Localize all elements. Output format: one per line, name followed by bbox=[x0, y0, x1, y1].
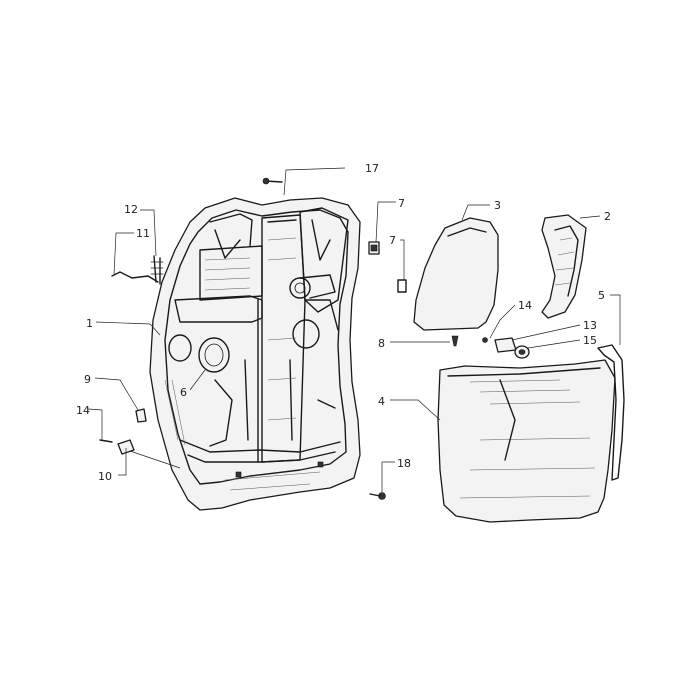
callout-2: 2 bbox=[604, 210, 611, 223]
part-2-cover bbox=[541, 214, 587, 319]
callout-14a: 14 bbox=[76, 404, 90, 417]
callout-13: 13 bbox=[583, 319, 597, 332]
part-5-seal-strip bbox=[597, 344, 625, 481]
callout-7a: 7 bbox=[398, 197, 405, 210]
callout-1: 1 bbox=[86, 317, 93, 330]
leader-lines bbox=[87, 167, 621, 492]
callout-12: 12 bbox=[124, 203, 138, 216]
callout-3: 3 bbox=[494, 199, 501, 212]
hardware bbox=[99, 177, 530, 500]
callout-18: 18 bbox=[397, 457, 411, 470]
callout-15: 15 bbox=[583, 334, 597, 347]
callout-6: 6 bbox=[180, 386, 187, 399]
callout-10: 10 bbox=[98, 470, 112, 483]
part-4-door-panel bbox=[437, 359, 616, 523]
callout-8: 8 bbox=[378, 337, 385, 350]
callout-4: 4 bbox=[378, 395, 385, 408]
callout-14b: 14 bbox=[518, 299, 532, 312]
callout-5: 5 bbox=[598, 289, 605, 302]
callout-7b: 7 bbox=[389, 234, 396, 247]
callout-9: 9 bbox=[84, 373, 91, 386]
part-3-lid bbox=[413, 217, 499, 331]
callout-labels: 1 2 3 4 5 6 7 7 8 9 10 11 12 13 14 14 15… bbox=[76, 162, 611, 483]
callout-17: 17 bbox=[365, 162, 379, 175]
callout-11: 11 bbox=[136, 227, 150, 240]
part-1-leg-shield-frame bbox=[149, 197, 361, 511]
